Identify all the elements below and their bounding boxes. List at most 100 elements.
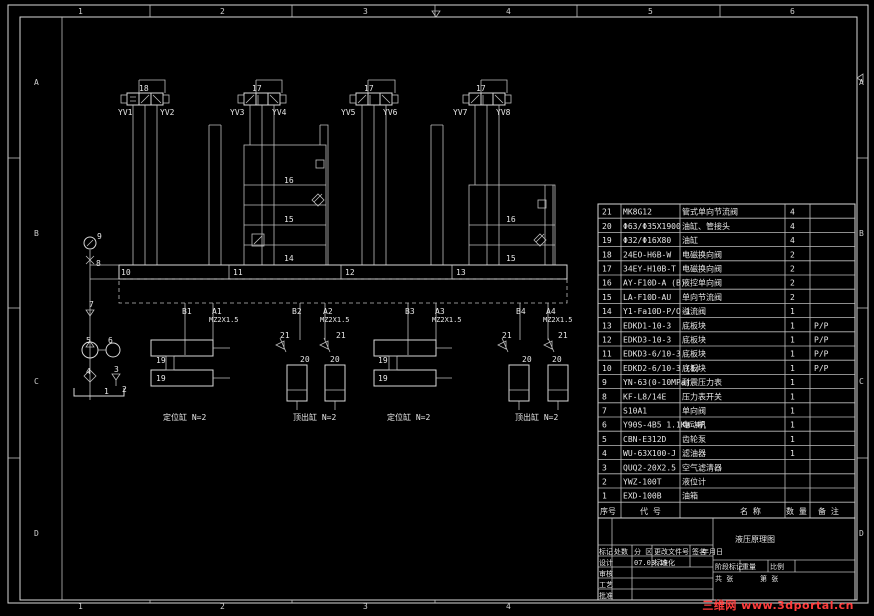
bom-cell-no: 6 — [602, 421, 607, 430]
bom-cell-no: 13 — [602, 321, 612, 330]
title-cell: 重量 — [742, 563, 756, 571]
component-number: 4 — [86, 367, 91, 376]
bom-cell-note: P/P — [814, 336, 829, 345]
cylinder-group: 19 19 定位缸 N=2 21 21 20 20 顶出缸 N=2 19 19 … — [150, 331, 569, 422]
coil-label: YV4 — [272, 108, 287, 117]
bom-cell-code: EDKD3-10-3 — [623, 336, 671, 345]
drawing-title: 液压原理图 — [735, 534, 775, 544]
component-number: 6 — [108, 336, 113, 345]
col-label: 5 — [648, 7, 653, 16]
bom-cell-no: 1 — [602, 492, 607, 501]
coil-label: YV6 — [383, 108, 398, 117]
row-label: A — [34, 78, 39, 87]
piping — [89, 79, 568, 400]
title-cell: 比例 — [770, 562, 784, 571]
thread-label: MZ2X1.5 — [209, 316, 239, 324]
bom-cell-no: 2 — [602, 478, 607, 487]
bom-cell-no: 17 — [602, 265, 612, 274]
bom-cell-name: 耐震压力表 — [682, 377, 722, 387]
port-label: B4 — [516, 307, 526, 316]
directional-valve: 18 YV1 YV2 — [118, 84, 175, 117]
col-label: 1 — [78, 7, 83, 16]
title-cell: 标记 — [599, 547, 613, 556]
bom-cell-no: 8 — [602, 392, 607, 401]
port-label: A2 — [323, 307, 333, 316]
title-cell: 07.03.19 — [634, 559, 668, 567]
valve-number: 17 — [252, 84, 262, 93]
branch-number: 14 — [284, 254, 294, 263]
pump-station: 9 8 7 6 5 4 3 2 1 — [73, 232, 127, 397]
bom-cell-code: LA-F10D-AU — [623, 293, 671, 302]
bom-cell-no: 7 — [602, 407, 607, 416]
bom-cell-qty: 1 — [790, 449, 795, 458]
oil-tank-icon — [73, 388, 125, 397]
cylinder-number: 20 — [552, 355, 562, 364]
bom-cell-name: 电磁换向阀 — [682, 264, 722, 274]
bom-cell-name: 管式单向节流阀 — [682, 207, 738, 217]
bom-cell-name: 电动机 — [682, 420, 706, 430]
branch-number: 16 — [506, 215, 516, 224]
caption: 顶出缸 N=2 — [293, 412, 336, 422]
bom-cell-name: 液控单向阀 — [682, 278, 722, 288]
bom-cell-qty: 1 — [790, 421, 795, 430]
col-label: 1 — [78, 602, 83, 611]
bom-cell-code: KF-L8/14E — [623, 392, 667, 401]
title-cell: 年月日 — [702, 547, 723, 556]
bom-cell-no: 18 — [602, 250, 612, 259]
port-label: B3 — [405, 307, 415, 316]
bom-cell-no: 20 — [602, 222, 612, 231]
row-label: A — [859, 78, 864, 87]
bom-cell-qty: 4 — [790, 208, 795, 217]
bom-cell-qty: 4 — [790, 222, 795, 231]
directional-valve-group: 18 YV1 YV2 17 YV3 YV4 17 YV5 YV6 — [118, 84, 512, 117]
coil-label: YV7 — [453, 108, 468, 117]
motor-icon — [105, 342, 121, 358]
branch-number: 15 — [284, 215, 294, 224]
cylinder-number: 19 — [156, 356, 166, 365]
bom-cell-name: 溢流阀 — [682, 306, 706, 316]
bom-cell-code: Y1-Fa10D-P/O-1 — [623, 307, 691, 316]
bom-cell-name: 电磁换向阀 — [682, 249, 722, 259]
bom-cell-qty: 1 — [790, 307, 795, 316]
bom-cell-qty: 2 — [790, 279, 795, 288]
row-label: D — [34, 529, 39, 538]
bom-cell-qty: 4 — [790, 236, 795, 245]
bom-cell-no: 10 — [602, 364, 612, 373]
bom-cell-name: 滤油器 — [682, 448, 706, 458]
row-label: D — [859, 529, 864, 538]
manifold-block-number: 13 — [456, 268, 466, 277]
bom-cell-no: 14 — [602, 307, 612, 316]
component-number: 3 — [114, 365, 119, 374]
branch-number: 16 — [284, 176, 294, 185]
bom-cell-name: 单向节流阀 — [682, 292, 722, 302]
bom-cell-qty: 2 — [790, 250, 795, 259]
bom-cell-name: 底板块 — [682, 335, 706, 345]
manifold-block-number: 10 — [121, 268, 131, 277]
bom-cell-code: EDKD1-10-3 — [623, 321, 671, 330]
coil-label: YV8 — [496, 108, 511, 117]
port-label: B1 — [182, 307, 192, 316]
pressure-gauge-icon — [83, 236, 97, 250]
bom-cell-name: 底板块 — [682, 320, 706, 330]
bom-cell-code: EDKD2-6/10-3 (I) — [623, 364, 700, 373]
bom-cell-code: 34EY-H10B-T — [623, 265, 676, 274]
bom-cell-code: EDKD3-6/10-3 — [623, 350, 681, 359]
row-label: B — [34, 229, 39, 238]
title-cell: 设计 — [599, 558, 613, 567]
watermark: 三维网 www.3dportal.cn — [702, 597, 854, 613]
bom-cell-note: P/P — [814, 350, 829, 359]
manifold-block-number: 12 — [345, 268, 355, 277]
bom-cell-no: 11 — [602, 350, 612, 359]
title-cell: 阶段标记 — [715, 562, 743, 571]
directional-valve: 17 YV3 YV4 — [230, 84, 287, 117]
bom-header-no: 序号 — [600, 506, 616, 516]
bom-header-code: 代 号 — [640, 506, 661, 516]
bom-cell-name: 油缸 — [682, 235, 698, 245]
directional-valve: 17 YV5 YV6 — [341, 84, 399, 117]
directional-valve: 17 YV7 YV8 — [453, 84, 512, 117]
col-label: 4 — [506, 7, 511, 16]
caption: 顶出缸 N=2 — [515, 412, 558, 422]
component-number: 9 — [97, 232, 102, 241]
bom-cell-qty: 1 — [790, 321, 795, 330]
component-number: 2 — [122, 385, 127, 394]
